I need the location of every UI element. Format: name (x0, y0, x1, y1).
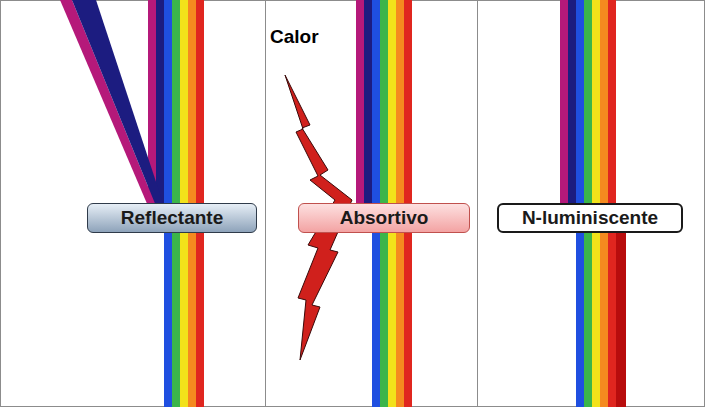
color-stripe (584, 228, 592, 407)
color-stripe (404, 228, 412, 407)
color-stripe (608, 228, 616, 407)
color-stripe (576, 0, 584, 213)
box-label: Reflectante (121, 208, 223, 229)
color-stripe (568, 0, 576, 213)
color-stripe (164, 0, 172, 213)
luminescent-box: N-luminiscente (497, 203, 683, 233)
color-stripe (356, 0, 364, 213)
color-stripe (592, 0, 600, 213)
color-stripe (372, 0, 380, 213)
color-stripe (388, 0, 396, 213)
color-stripe (180, 228, 188, 407)
heat-label: Calor (270, 26, 319, 48)
box-label: N-luminiscente (522, 208, 658, 229)
color-stripe (380, 228, 388, 407)
panel-divider (477, 0, 478, 407)
color-stripe (600, 228, 608, 407)
color-stripe (156, 0, 164, 213)
emitted-stripe (616, 228, 626, 407)
color-stripe (396, 0, 404, 213)
color-stripe (188, 0, 196, 213)
color-stripe (364, 0, 372, 213)
color-stripe (164, 228, 172, 407)
color-stripe (188, 228, 196, 407)
color-stripe (196, 0, 204, 213)
color-stripe (372, 228, 380, 407)
color-stripe (576, 228, 584, 407)
color-stripe (560, 0, 568, 213)
reflected-ray (60, 0, 156, 206)
color-stripe (180, 0, 188, 213)
color-stripe (600, 0, 608, 213)
color-stripe (396, 228, 404, 407)
reflective-box: Reflectante (87, 203, 257, 233)
color-stripe (592, 228, 600, 407)
color-stripe (404, 0, 412, 213)
color-stripe (380, 0, 388, 213)
panel-divider (265, 0, 266, 407)
reflected-ray (72, 0, 164, 206)
color-stripe (608, 0, 616, 213)
color-stripe (172, 228, 180, 407)
absorptive-box: Absortivo (298, 203, 470, 233)
color-stripe (388, 228, 396, 407)
color-stripe (196, 228, 204, 407)
box-label: Absortivo (340, 208, 429, 229)
color-stripe (172, 0, 180, 213)
color-stripe (584, 0, 592, 213)
